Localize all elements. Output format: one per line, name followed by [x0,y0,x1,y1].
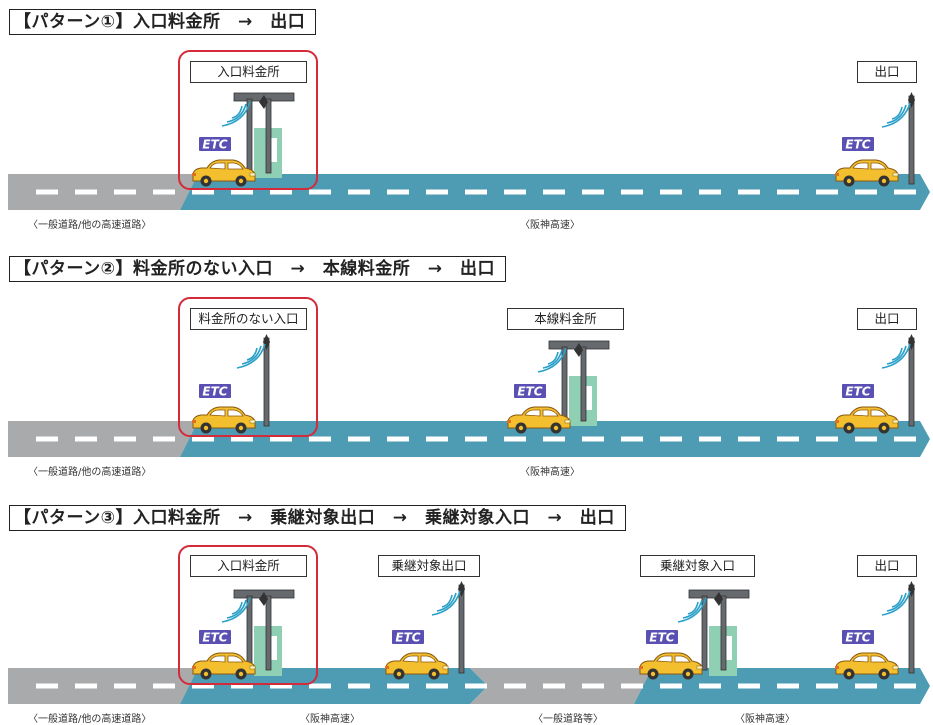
svg-text:ETC: ETC [845,631,870,645]
road-general [8,174,198,210]
road-caption-hanshin: 〈阪神高速〉 [520,220,580,231]
transfer-entrance-label: 乗継対象入口 [640,555,755,577]
entrance-without-tollgate-label: 料金所のない入口 [190,308,307,330]
road-caption-general: 〈一般道路等〉 [533,714,603,725]
road-caption-general: 〈一般道路/他の高速道路〉 [28,220,152,231]
road-hanshin [180,668,488,704]
road-caption-hanshin: 〈阪神高速〉 [300,714,360,725]
svg-text:ETC: ETC [845,385,870,399]
svg-text:ETC: ETC [395,631,420,645]
svg-text:ETC: ETC [649,631,674,645]
svg-text:ETC: ETC [517,385,542,399]
roads [8,174,930,704]
etc-badge-icon: ETC [842,630,874,645]
etc-badge-icon: ETC [646,630,678,645]
road-general [8,421,198,457]
transfer-exit-label: 乗継対象出口 [378,555,480,577]
highlight-frame [178,50,318,190]
etc-badge-icon: ETC [842,137,874,152]
pattern-2-title: 【パターン②】料金所のない入口 → 本線料金所 → 出口 [9,256,507,282]
svg-text:ETC: ETC [202,631,227,645]
pattern-3-title: 【パターン③】入口料金所 → 乗継対象出口 → 乗継対象入口 → 出口 [9,505,626,531]
exit-label: 出口 [857,61,917,83]
etc-badge-icon: ETC [514,384,546,399]
road-caption-general: 〈一般道路/他の高速道路〉 [28,714,152,725]
highlight-frame [178,297,318,437]
etc-badge-icon: ETC [842,384,874,399]
svg-text:ETC: ETC [845,138,870,152]
etc-badge-icon: ETC [199,137,231,152]
mainline-tollgate-label: 本線料金所 [507,308,624,330]
svg-text:ETC: ETC [202,138,227,152]
road-general [8,668,198,704]
etc-badge-icon: ETC [392,630,424,645]
etc-badge-icon: ETC [199,384,231,399]
pattern-1-title: 【パターン①】入口料金所 → 出口 [9,9,317,35]
road-caption-hanshin: 〈阪神高速〉 [735,714,795,725]
etc-badge-icon: ETC [199,630,231,645]
svg-text:ETC: ETC [202,385,227,399]
entrance-tollgate-label: 入口料金所 [190,61,307,83]
etc-badges: ETC ETC ETC ETC ETC ETC ETC ETC ETC [199,137,874,645]
exit-label: 出口 [857,555,917,577]
road-caption-hanshin: 〈阪神高速〉 [520,467,580,478]
highlight-frame [178,545,318,685]
road-caption-general: 〈一般道路/他の高速道路〉 [28,467,152,478]
exit-label: 出口 [857,308,917,330]
entrance-tollgate-label: 入口料金所 [190,555,307,577]
